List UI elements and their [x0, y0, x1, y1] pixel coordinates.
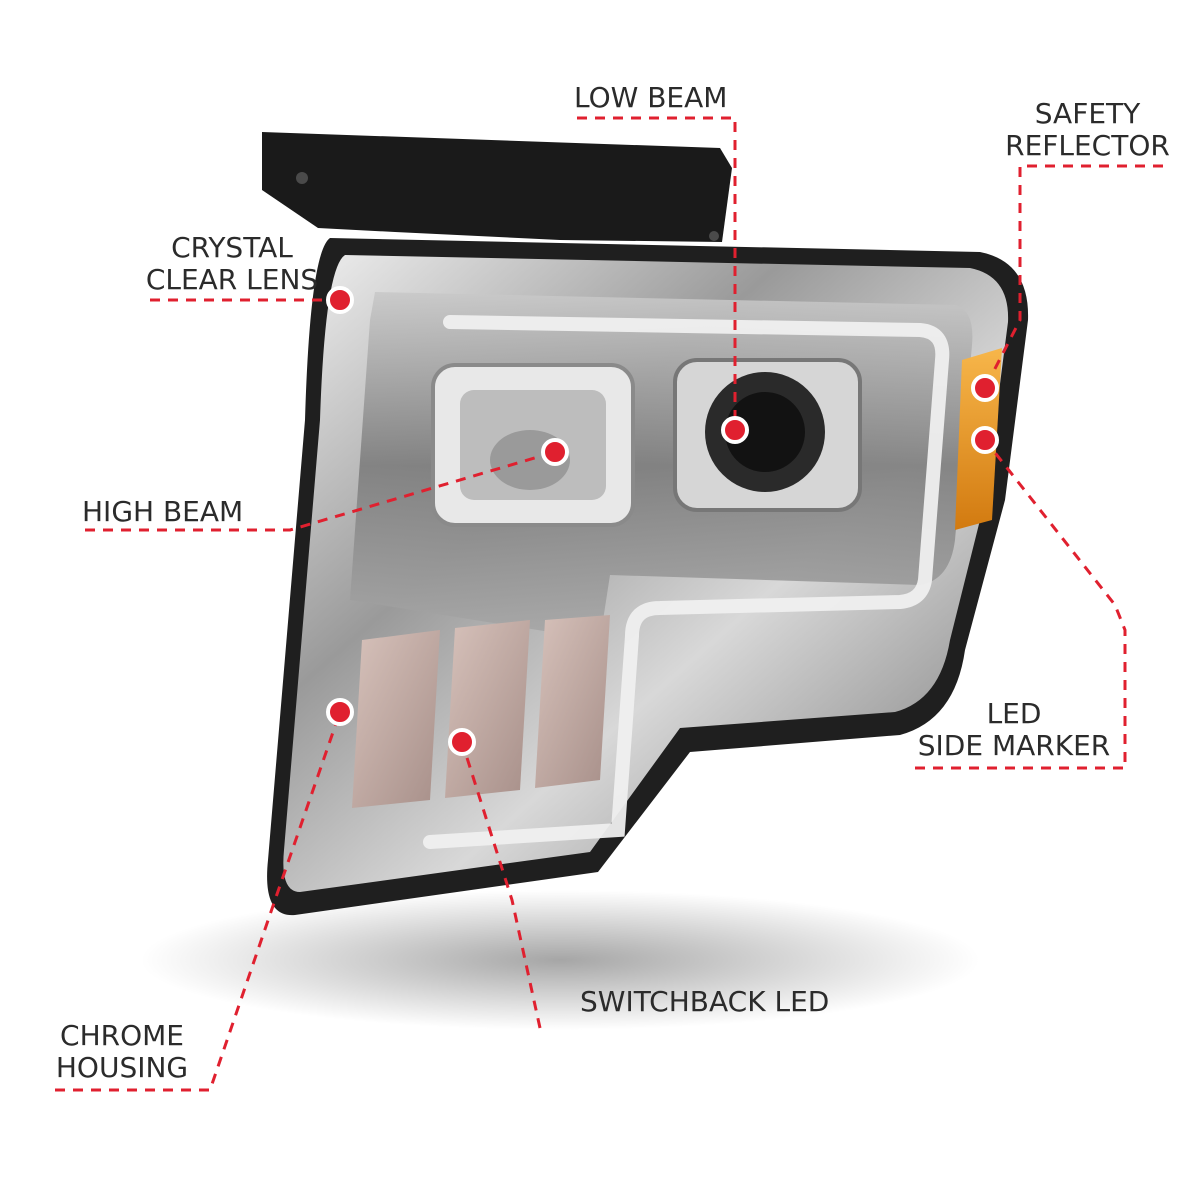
ground-shadow: [140, 890, 980, 1030]
label-line: LED: [986, 697, 1042, 730]
label-line: SIDE MARKER: [917, 729, 1111, 762]
label-line: CRYSTAL: [171, 231, 293, 264]
label-line: HOUSING: [55, 1051, 189, 1084]
label-line: CHROME: [60, 1019, 184, 1052]
label-chrome-housing: CHROME HOUSING: [52, 1020, 192, 1084]
label-low-beam: LOW BEAM: [574, 82, 727, 114]
label-line: SAFETY: [1034, 97, 1141, 130]
label-led-side-marker: LED SIDE MARKER: [910, 698, 1118, 762]
label-line: SWITCHBACK LED: [580, 985, 830, 1018]
label-line: REFLECTOR: [1005, 129, 1170, 162]
label-safety-reflector: SAFETY REFLECTOR: [1005, 98, 1170, 162]
led-segments: [352, 615, 610, 808]
label-line: CLEAR LENS: [145, 263, 319, 296]
mounting-bracket: [262, 132, 732, 242]
switchback-light-bar: [423, 315, 950, 849]
label-high-beam: HIGH BEAM: [82, 496, 243, 528]
label-line: HIGH BEAM: [82, 495, 244, 528]
label-crystal-clear-lens: CRYSTAL CLEAR LENS: [142, 232, 322, 296]
marker-dots: [326, 286, 999, 756]
leader-lines: [55, 116, 1163, 1092]
label-line: LOW BEAM: [574, 81, 728, 114]
label-switchback-led: SWITCHBACK LED: [580, 986, 829, 1018]
